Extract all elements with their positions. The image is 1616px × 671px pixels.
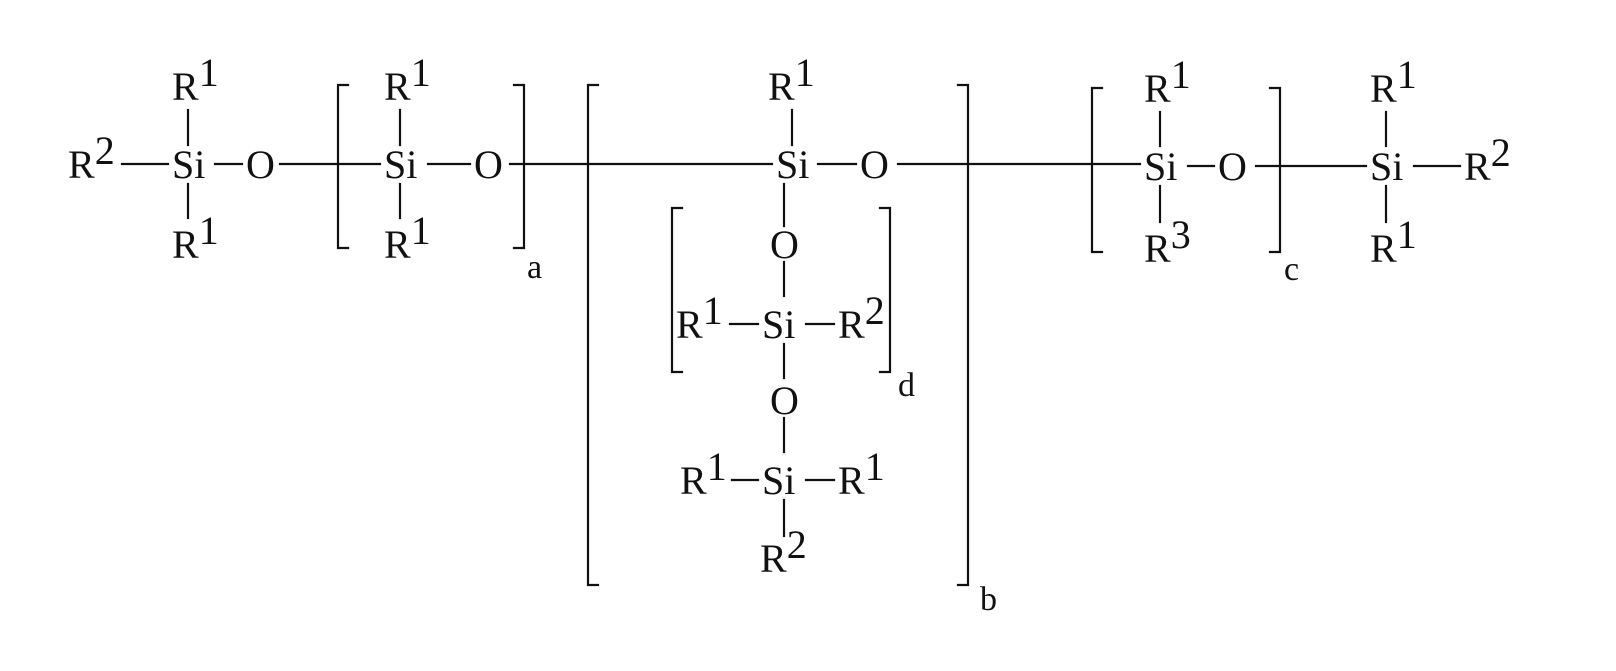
right-terminal-r2: R2 xyxy=(1464,130,1511,189)
unit-b-o: O xyxy=(860,142,889,187)
repeat-unit-b: Si R1 O b O R1 Si R2 d O R1 Si R1 xyxy=(588,50,1140,618)
left-bracket-c xyxy=(1092,88,1102,252)
unit-a-r1-top: R1 xyxy=(384,50,431,109)
unit-a-si: Si xyxy=(384,142,417,187)
subscript-b: b xyxy=(980,581,997,618)
subscript-a: a xyxy=(527,249,542,286)
left-bracket-b xyxy=(588,85,598,585)
pendant-o-lower: O xyxy=(770,378,799,423)
subscript-c: c xyxy=(1284,251,1299,288)
unit-c-r1-top: R1 xyxy=(1144,52,1191,111)
unit-a-r1-bottom: R1 xyxy=(384,208,431,267)
unit-c-o: O xyxy=(1218,144,1247,189)
left-terminal-o: O xyxy=(246,142,275,187)
left-terminal-r1-bottom: R1 xyxy=(172,208,219,267)
left-bracket-d xyxy=(672,208,682,372)
unit-b-r1-top: R1 xyxy=(768,50,815,109)
repeat-unit-a: Si R1 R1 O a xyxy=(338,50,542,286)
unit-c-r3-bottom: R3 xyxy=(1144,212,1191,271)
right-terminal-unit: Si R1 R1 R2 xyxy=(1370,52,1511,271)
pendant-r1-right: R1 xyxy=(838,444,885,503)
right-terminal-r1-bottom: R1 xyxy=(1370,212,1417,271)
right-terminal-si: Si xyxy=(1370,144,1403,189)
subscript-d: d xyxy=(898,367,915,404)
pendant-si: Si xyxy=(762,458,795,503)
unit-b-si: Si xyxy=(776,142,809,187)
left-terminal-r2: R2 xyxy=(68,128,115,187)
right-bracket-b xyxy=(958,85,968,585)
right-bracket-a xyxy=(514,85,524,248)
right-terminal-r1-top: R1 xyxy=(1370,52,1417,111)
left-terminal-unit: R2 Si R1 R1 O xyxy=(68,50,275,267)
left-bracket-a xyxy=(338,85,348,248)
unit-d-si: Si xyxy=(762,302,795,347)
right-bracket-c xyxy=(1270,88,1280,252)
repeat-unit-c: Si R1 R3 O c xyxy=(1092,52,1299,288)
left-terminal-si: Si xyxy=(172,142,205,187)
unit-a-o: O xyxy=(474,142,503,187)
pendant-o-upper: O xyxy=(770,222,799,267)
pendant-r1-left: R1 xyxy=(680,444,727,503)
unit-d-r2: R2 xyxy=(838,288,885,347)
left-terminal-r1-top: R1 xyxy=(172,50,219,109)
unit-d-r1: R1 xyxy=(676,288,723,347)
unit-c-si: Si xyxy=(1144,144,1177,189)
